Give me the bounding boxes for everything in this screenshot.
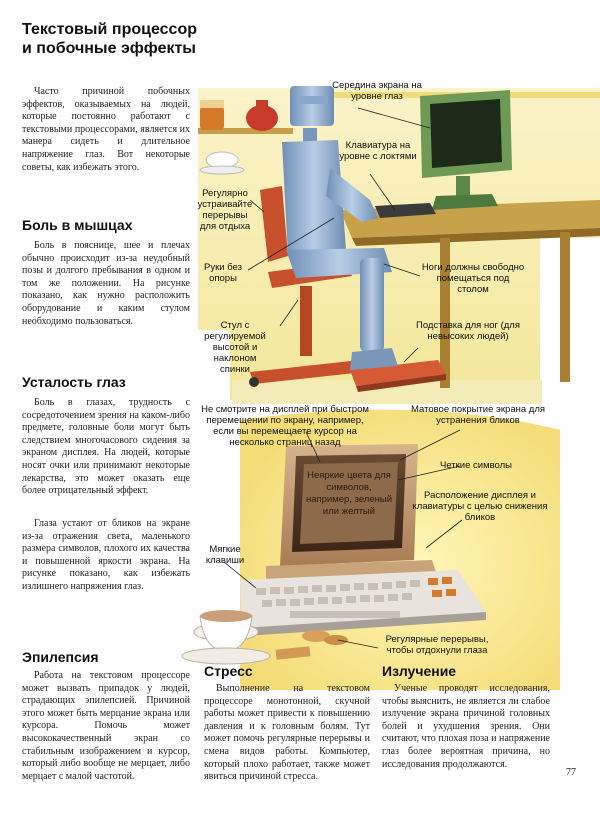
teacup bbox=[181, 610, 271, 665]
crt-computer bbox=[266, 444, 440, 590]
label-breaks: Регулярно устраивайте перерывы для отдых… bbox=[197, 188, 253, 232]
intro-title: Текстовый процессор и побочные эффекты bbox=[22, 21, 197, 57]
label-regular-breaks: Регулярные перерывы, чтобы отдохнули гла… bbox=[385, 634, 489, 656]
leader-lines bbox=[223, 107, 463, 649]
robot-figure bbox=[282, 86, 398, 370]
epilepsy-text: Работа на текстовом процессоре может выз… bbox=[22, 670, 190, 782]
epilepsy-title: Эпилепсия bbox=[22, 649, 99, 665]
epilepsy-paragraph: Работа на текстовом процессоре может выз… bbox=[22, 670, 190, 783]
label-soft-keys: Мягкие клавиши bbox=[205, 544, 245, 566]
eyes-title: Усталость глаз bbox=[22, 374, 126, 390]
label-sharp: Четкие символы bbox=[439, 460, 512, 471]
page-number: 77 bbox=[566, 767, 576, 778]
label-matte: Матовое покрытие экрана для устранения б… bbox=[410, 404, 546, 426]
muscles-text: Боль в пояснице, шее и плечах обычно про… bbox=[22, 240, 190, 327]
label-legs: Ноги должны свободно помещаться под стол… bbox=[421, 262, 525, 295]
label-keyboard-level: Клавиатура на уровне с локтями bbox=[339, 140, 417, 162]
footrest bbox=[350, 360, 446, 392]
label-arms: Руки без опоры bbox=[204, 262, 242, 284]
screen-text: Неяркие цвета для символов, например, зе… bbox=[305, 470, 393, 517]
radiation-paragraph: Ученые проводят исследования, чтобы выяс… bbox=[382, 683, 550, 771]
stress-text: Выполнение на текстовом процессоре монот… bbox=[204, 683, 370, 783]
label-screen-mid: Середина экрана на уровне глаз bbox=[332, 80, 422, 102]
stress-title: Стресс bbox=[204, 663, 253, 679]
cookies bbox=[275, 630, 348, 660]
intro-text: Часто причиной побочных эффектов, оказыв… bbox=[22, 86, 190, 173]
stress-paragraph: Выполнение на текстовом процессоре монот… bbox=[204, 683, 370, 784]
eyes-text-2: Глаза устают от бликов на экране из-за о… bbox=[22, 518, 190, 592]
radiation-title: Излучение bbox=[382, 663, 457, 679]
shelf bbox=[198, 100, 293, 175]
intro-paragraph: Часто причиной побочных эффектов, оказыв… bbox=[22, 86, 190, 174]
muscles-title: Боль в мышцах bbox=[22, 217, 133, 233]
muscles-paragraph: Боль в пояснице, шее и плечах обычно про… bbox=[22, 240, 190, 328]
label-dont-look: Не смотрите на дисплей при быстром перем… bbox=[201, 404, 369, 448]
eyes-paragraph-1: Боль в глазах, трудность с сосредоточени… bbox=[22, 397, 190, 498]
label-footrest: Подставка для ног (для невысоких людей) bbox=[416, 320, 520, 342]
eyes-text-1: Боль в глазах, трудность с сосредоточени… bbox=[22, 397, 190, 497]
desk-monitor bbox=[420, 90, 512, 210]
label-placement: Расположение дисплея и клавиатуры с цель… bbox=[412, 490, 548, 523]
radiation-text: Ученые проводят исследования, чтобы выяс… bbox=[382, 683, 550, 770]
label-chair: Стул с регулируемой высотой и наклоном с… bbox=[204, 320, 266, 375]
eyes-paragraph-2: Глаза устают от бликов на экране из-за о… bbox=[22, 518, 190, 594]
lower-keyboard bbox=[240, 570, 486, 636]
desk-keyboard bbox=[375, 203, 436, 218]
